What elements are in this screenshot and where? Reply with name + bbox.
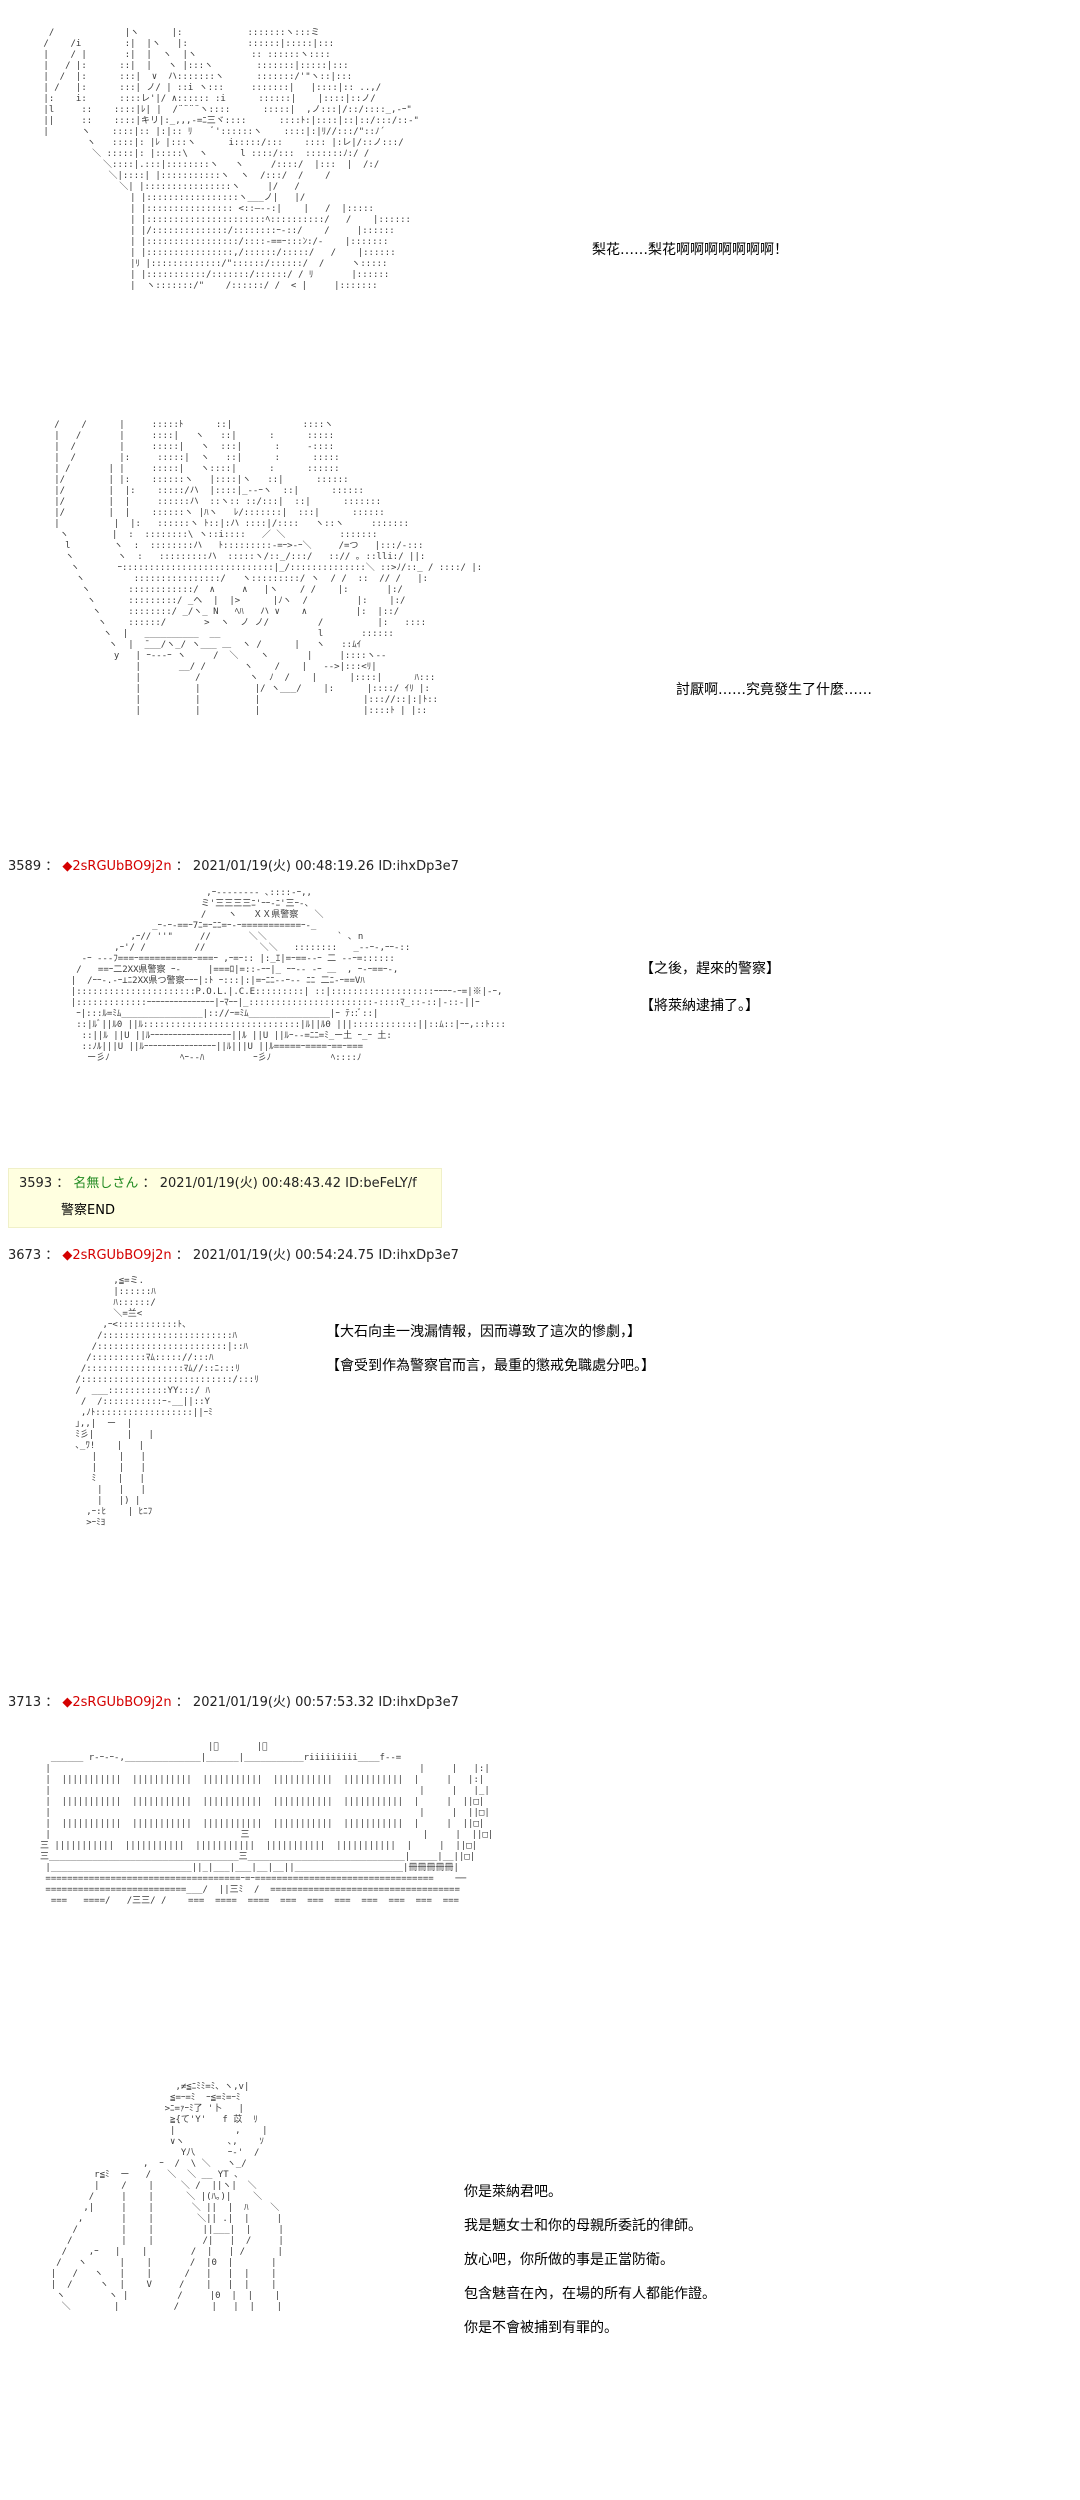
post-separator: ： — [175, 859, 189, 874]
ascii-art-building: |ﾞ |ﾞ ______ r-ｰ-ｰ-,______________|_____… — [40, 1742, 494, 1906]
dialog-lawyer-1: 你是萊納君吧。 — [464, 2184, 562, 2200]
dialog-lawyer-5: 你是不會被捕到有罪的。 — [464, 2320, 618, 2336]
post-tripcode[interactable]: ◆2sRGUbBO9j2n — [62, 859, 172, 874]
post-number[interactable]: 3593 — [19, 1176, 53, 1191]
post-id[interactable]: ID:beFeLY/f — [345, 1176, 417, 1191]
post-separator: ： — [45, 1695, 59, 1710]
post-separator: ： — [142, 1176, 156, 1191]
post-separator: ： — [45, 859, 59, 874]
ascii-art-police-car: ,ｰ-------- ､::::-ｰ,, ミ'三三三三ﾆ'ｰｰ-ﾆ'三ｰ-、 /… — [70, 888, 506, 1063]
post-header-3589: 3589 ： ◆2sRGUbBO9j2n ： 2021/01/19(火) 00:… — [8, 858, 459, 876]
post-header-3713: 3713 ： ◆2sRGUbBO9j2n ： 2021/01/19(火) 00:… — [8, 1694, 459, 1712]
dialog-lawyer-3: 放心吧，你所做的事是正當防衛。 — [464, 2252, 674, 2268]
post-datetime: 2021/01/19(火) 00:48:43.42 — [159, 1176, 341, 1191]
dialog-police-arrived: 【之後，趕來的警察】 — [640, 961, 780, 977]
post-id[interactable]: ID:ihxDp3e7 — [378, 1695, 459, 1710]
dialog-rainer-arrested: 【將萊納逮捕了。】 — [640, 998, 759, 1014]
ascii-art-sad-character: / / | :::::ﾄ ::| ::::ヽ | / | ::::| ヽ ::|… — [54, 420, 483, 716]
post-separator: ： — [175, 1695, 189, 1710]
dialog-ooishi-leak: 【大石向圭一洩漏情報，因而導致了這次的慘劇，】 — [326, 1324, 641, 1340]
reply-body: 警察END — [61, 1203, 115, 1218]
post-datetime: 2021/01/19(火) 00:57:53.32 — [192, 1695, 375, 1710]
car-label: ＸＸ県警察 — [253, 910, 299, 920]
post-datetime: 2021/01/19(火) 00:48:19.26 — [192, 859, 375, 874]
post-separator: ： — [56, 1176, 70, 1191]
dialog-lawyer-2: 我是魎女士和你的母親所委託的律師。 — [464, 2218, 702, 2234]
post-tripcode[interactable]: ◆2sRGUbBO9j2n — [62, 1695, 172, 1710]
post-number[interactable]: 3589 — [8, 859, 42, 874]
dialog-ooishi-dismissal: 【會受到作為警察官而言，最重的懲戒免職處分吧。】 — [326, 1358, 655, 1374]
post-id[interactable]: ID:ihxDp3e7 — [378, 859, 459, 874]
dialog-lawyer-4: 包含魅音在內，在場的所有人都能作證。 — [464, 2286, 716, 2302]
post-tripcode[interactable]: ◆2sRGUbBO9j2n — [62, 1248, 172, 1263]
ascii-art-crying-character: / |ヽ |: :::::::ヽ:::ミ / /i :| |ヽ |: :::::… — [43, 28, 419, 291]
reply-post-3593: 3593 ： 名無しさん ： 2021/01/19(火) 00:48:43.42… — [8, 1168, 442, 1228]
post-separator: ： — [45, 1248, 59, 1263]
ascii-art-lawyer: ,≠≦ﾆﾐﾐ=ﾐ、ヽ,v| ≦=ｰ=ﾐ ｰ≦=ﾐ=ｰﾐ >ﾆ=ｧｰﾐ了 '卜 |… — [50, 2082, 284, 2312]
post-header-3673: 3673 ： ◆2sRGUbBO9j2n ： 2021/01/19(火) 00:… — [8, 1247, 459, 1265]
post-id[interactable]: ID:ihxDp3e7 — [378, 1248, 459, 1263]
post-datetime: 2021/01/19(火) 00:54:24.75 — [192, 1248, 375, 1263]
ascii-art-standing-officer: ,≦=ミ. |::::::ﾊ ﾊ::::::/ ＼=兰< ,ｰ<::::::::… — [75, 1276, 259, 1528]
post-number[interactable]: 3713 — [8, 1695, 42, 1710]
post-number[interactable]: 3673 — [8, 1248, 42, 1263]
dialog-rika-cry: 梨花……梨花啊啊啊啊啊啊啊！ — [592, 242, 788, 258]
post-header-3593: 3593 ： 名無しさん ： 2021/01/19(火) 00:48:43.42… — [19, 1175, 417, 1193]
dialog-what-happened: 討厭啊……究竟發生了什麼…… — [676, 682, 872, 698]
post-name[interactable]: 名無しさん — [73, 1176, 139, 1191]
post-separator: ： — [175, 1248, 189, 1263]
